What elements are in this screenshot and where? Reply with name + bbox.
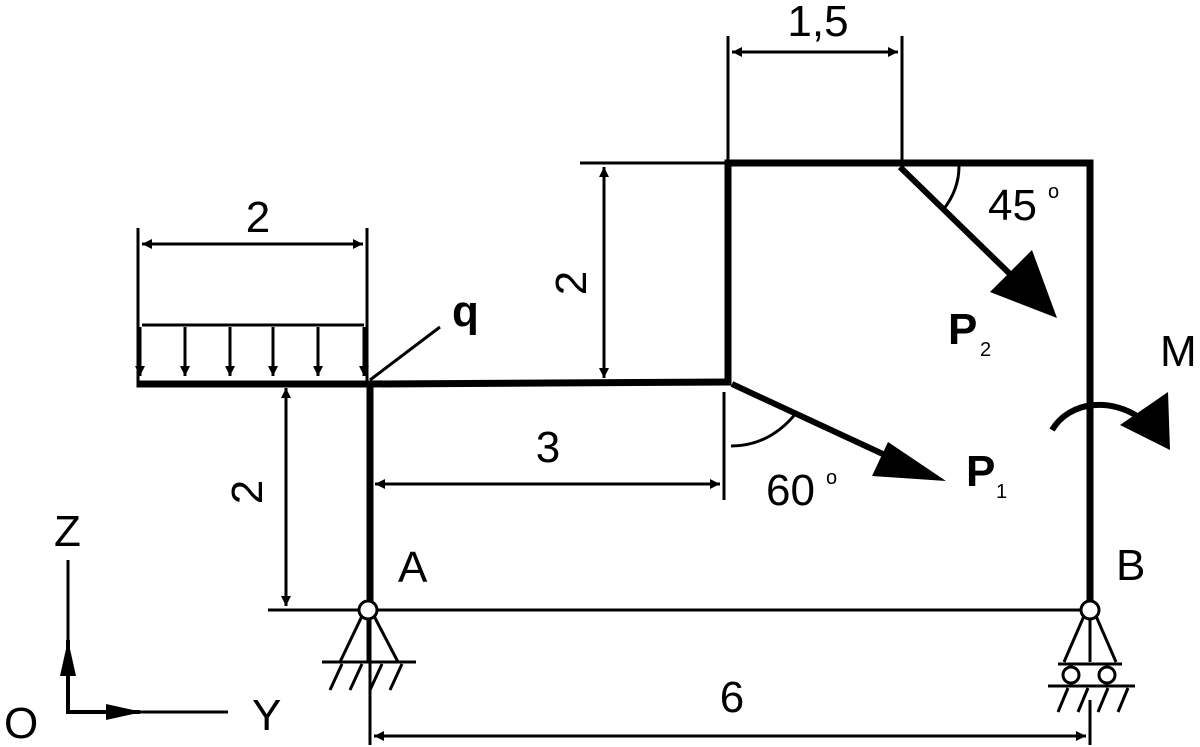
degree-mark-p1: o [826,467,837,489]
support-b-strut [1062,615,1086,663]
angle-label-p1: 60 [766,466,815,515]
roller [1097,665,1117,685]
axis-label-o: O [4,699,38,747]
axis-label-z: Z [54,507,81,556]
force-p2-index: 2 [980,339,991,361]
support-a-strut [338,615,364,663]
coordinate-axes [66,560,228,714]
force-p2-symbol: P [948,305,977,354]
dim-label-lower-height: 2 [223,480,272,504]
hatch [1056,687,1070,713]
angle-label-p2: 45 [988,181,1037,230]
force-p2 [897,164,1057,318]
hatch [388,663,404,691]
hatch [1096,687,1110,713]
q-leader-line [369,325,441,382]
force-p1 [730,381,946,481]
force-p1-index: 1 [996,481,1007,503]
middle-beam [366,378,732,388]
degree-mark-p2: o [1048,181,1059,203]
angle-arc-45 [941,165,961,211]
force-p1-arrowhead [872,442,946,481]
force-p1-symbol: P [966,447,995,496]
z-axis-arrowhead [60,640,76,676]
dimension-arrows [142,47,1086,741]
dim-label-upper-height: 2 [547,271,596,295]
angle-arc-60 [730,411,799,448]
reference-lines [136,36,1092,745]
dim-label-top-width: 1,5 [787,0,848,46]
support-b [1048,599,1135,713]
roller [1061,665,1081,685]
support-label-a: A [398,543,428,592]
dim-label-base-span: 6 [720,673,744,722]
support-b-strut [1094,615,1118,663]
moment-arrowhead [1120,392,1170,450]
hatch [328,663,344,691]
dim-label-beam-length: 3 [536,423,560,472]
axis-label-y: Y [252,691,281,740]
moment-arc [1049,401,1142,432]
force-p1-shaft [730,381,902,465]
frame-structure [136,159,1094,604]
hatch [368,663,384,691]
hatch [348,663,364,691]
hatch [1076,687,1090,713]
distributed-load [135,323,441,382]
load-label-q: q [452,287,479,336]
hatch [1116,687,1130,713]
moment-label-m: M [1160,327,1197,376]
force-p2-shaft [897,164,1015,279]
support-a [322,599,416,691]
support-label-b: B [1116,541,1145,590]
force-p2-arrowhead [990,250,1057,318]
moment-m [1049,392,1170,450]
support-a-strut [372,615,400,663]
dim-label-load-width: 2 [246,193,270,242]
y-axis-arrowhead [106,704,142,720]
